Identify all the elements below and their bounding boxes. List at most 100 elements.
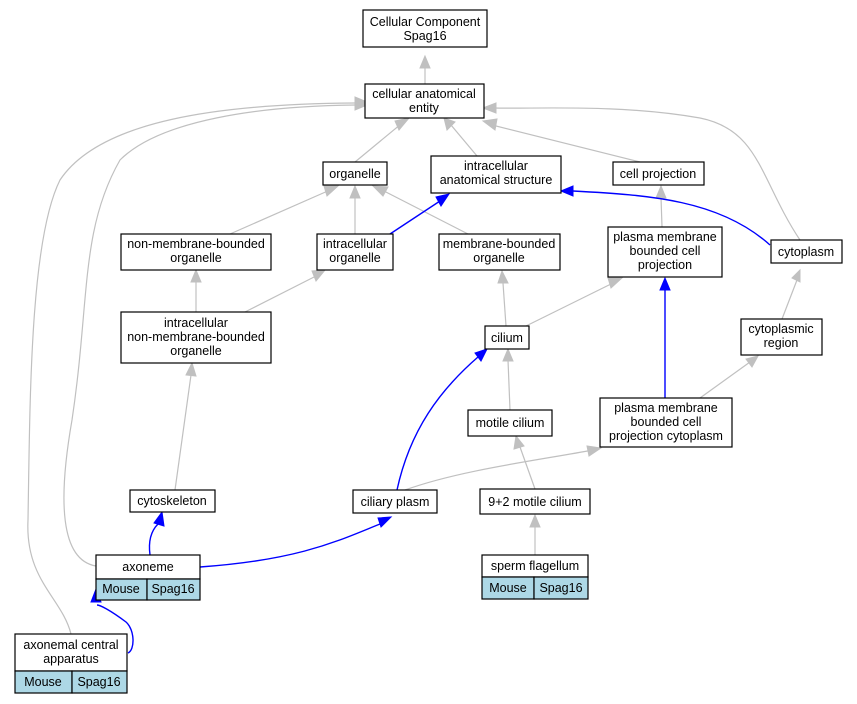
- node-non-membrane-bounded-organelle[interactable]: non-membrane-bounded organelle: [120, 233, 272, 271]
- node-label: non-membrane-bounded: [127, 330, 265, 344]
- node-intracellular-organelle[interactable]: intracellular organelle: [316, 233, 394, 271]
- node-cilium[interactable]: cilium: [484, 325, 530, 350]
- arrow-cytoplasm-cae: [481, 102, 497, 114]
- edge-mbo-organelle: [381, 189, 469, 235]
- arrow-pmbcpc-pmbcp: [659, 276, 671, 291]
- node-cellular-component[interactable]: Cellular Component Spag16: [362, 9, 488, 48]
- node-label: axoneme: [122, 560, 173, 574]
- node-label: projection cytoplasm: [609, 429, 723, 443]
- gene-label: Spag16: [77, 675, 120, 689]
- node-label: sperm flagellum: [491, 559, 579, 573]
- node-label: motile cilium: [476, 416, 545, 430]
- gene-tag: [146, 578, 201, 601]
- node-cellular-anatomical-entity[interactable]: cellular anatomical entity: [364, 83, 485, 119]
- node-motile-cilium[interactable]: motile cilium: [467, 409, 553, 437]
- arrow-pmbcp-cellproj: [655, 184, 667, 199]
- arrow-cytoreg-cytoplasm: [791, 268, 801, 283]
- node-label: plasma membrane: [613, 230, 717, 244]
- edge-cilplasm-pmbcpc: [404, 449, 594, 491]
- arrow-mbo-organelle: [371, 185, 389, 197]
- node-label: apparatus: [43, 652, 99, 666]
- edges-part-of: [90, 185, 771, 654]
- gene-tag: [533, 576, 589, 600]
- node-axonemal-central-apparatus[interactable]: axonemal central apparatus Mouse Spag16: [14, 633, 128, 694]
- edge-io-ias: [389, 200, 441, 235]
- arrow-cilplasm-pmbcpc: [586, 445, 603, 457]
- node-sperm-flagellum[interactable]: sperm flagellum Mouse Spag16: [481, 554, 589, 600]
- arrow-aca-cae: [354, 96, 369, 108]
- node-label: Spag16: [403, 29, 446, 43]
- arrow-ninetwo-motcil: [513, 434, 525, 450]
- species-label: Mouse: [102, 582, 140, 596]
- arrow-motcil-cilium: [502, 347, 514, 362]
- node-intracellular-anatomical-structure[interactable]: intracellular anatomical structure: [430, 155, 562, 194]
- node-label: cellular anatomical: [372, 87, 476, 101]
- edge-nmbo-organelle: [229, 189, 331, 235]
- node-intracellular-non-membrane-bounded-organelle[interactable]: intracellular non-membrane-bounded organ…: [120, 311, 272, 364]
- species-label: Mouse: [24, 675, 62, 689]
- node-label: Cellular Component: [370, 15, 481, 29]
- edge-cilium-mbo: [502, 282, 507, 327]
- node-label: intracellular: [464, 159, 528, 173]
- node-plasma-membrane-bounded-cell-projection[interactable]: plasma membrane bounded cell projection: [607, 226, 723, 278]
- arrow-cytoskel-inmbo: [185, 361, 197, 377]
- node-organelle[interactable]: organelle: [322, 161, 388, 186]
- arrow-pmbcpc-cytoreg: [745, 355, 759, 368]
- gene-tag: [71, 670, 128, 694]
- arrow-cytoplasm-ias: [559, 185, 574, 197]
- node-label: intracellular: [323, 237, 387, 251]
- node-cytoplasm[interactable]: cytoplasm: [770, 239, 843, 264]
- node-label: bounded cell: [631, 415, 702, 429]
- arrow-nmbo-organelle: [323, 185, 340, 197]
- edge-cilplasm-cilium: [396, 356, 479, 491]
- arrow-inmbo-nmbo: [190, 268, 202, 283]
- arrow-organelle-cae: [394, 117, 411, 131]
- node-cytoskeleton[interactable]: cytoskeleton: [129, 489, 216, 513]
- arrow-cellproj-cae: [481, 118, 498, 131]
- node-label: membrane-bounded: [443, 237, 556, 251]
- edge-ias-cae: [450, 124, 478, 157]
- node-axoneme[interactable]: axoneme Mouse Spag16: [95, 554, 201, 601]
- edge-cytoplasm-ias: [572, 190, 771, 246]
- arrow-inmbo-io: [311, 269, 327, 282]
- edge-cytoreg-cytoplasm: [781, 279, 798, 320]
- node-cytoplasmic-region[interactable]: cytoplasmic region: [740, 318, 823, 356]
- edge-cytoplasm-cae: [492, 107, 801, 241]
- node-label: ciliary plasm: [361, 495, 430, 509]
- node-label: entity: [409, 101, 440, 115]
- arrow-sperm-ninetwo: [529, 513, 541, 528]
- gene-label: Spag16: [151, 582, 194, 596]
- node-cell-projection[interactable]: cell projection: [612, 161, 705, 186]
- arrow-cilplasm-cilium: [474, 348, 488, 362]
- node-9-2-motile-cilium[interactable]: 9+2 motile cilium: [479, 488, 591, 515]
- node-label: organelle: [329, 167, 380, 181]
- arrow-io-ias: [435, 193, 451, 207]
- arrow-cae-root: [419, 54, 431, 69]
- edge-cilium-pmbcp: [525, 282, 614, 327]
- node-plasma-membrane-bounded-cell-projection-cytoplasm[interactable]: plasma membrane bounded cell projection …: [599, 397, 733, 448]
- node-ciliary-plasm[interactable]: ciliary plasm: [352, 489, 438, 514]
- node-label: non-membrane-bounded: [127, 237, 265, 251]
- node-label: anatomical structure: [440, 173, 553, 187]
- edge-axoneme-cytoskel: [148, 523, 159, 556]
- arrow-cilium-pmbcp: [607, 276, 625, 289]
- node-label: organelle: [329, 251, 380, 265]
- node-label: organelle: [170, 251, 221, 265]
- arrow-cilium-mbo: [497, 269, 509, 284]
- node-label: axonemal central: [23, 638, 118, 652]
- edge-aca-cae: [27, 102, 356, 635]
- node-membrane-bounded-organelle[interactable]: membrane-bounded organelle: [438, 233, 561, 271]
- node-label: projection: [638, 258, 692, 272]
- node-label: intracellular: [164, 316, 228, 330]
- gene-label: Spag16: [539, 581, 582, 595]
- edge-axoneme-cae: [63, 104, 356, 567]
- node-label: cilium: [491, 331, 523, 345]
- node-label: cytoskeleton: [137, 494, 207, 508]
- species-label: Mouse: [489, 581, 527, 595]
- edge-cellproj-cae: [491, 124, 641, 163]
- node-label: organelle: [473, 251, 524, 265]
- node-label: cell projection: [620, 167, 696, 181]
- node-label: bounded cell: [630, 244, 701, 258]
- node-label: region: [764, 336, 799, 350]
